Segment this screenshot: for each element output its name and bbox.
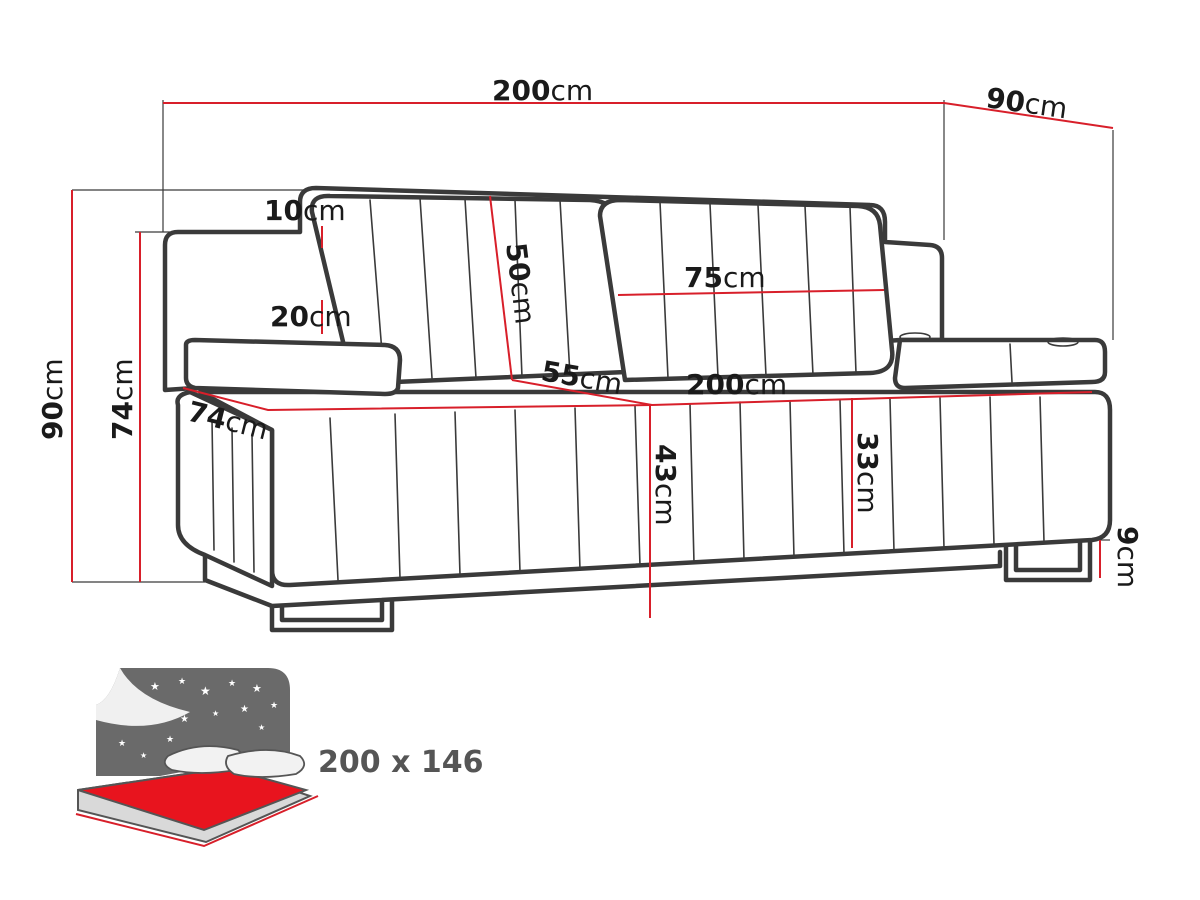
cup-holder-right: [1047, 337, 1079, 347]
dim-line-base-depth: [182, 387, 653, 412]
dim-line-seat-depth: [511, 379, 653, 406]
label-armrest-thickness: 20cm: [270, 300, 352, 333]
armrest-seam: [1009, 343, 1013, 383]
svg-text:★: ★: [240, 704, 249, 715]
label-armrest-height: 74cm: [106, 358, 139, 440]
right-armrest-pad: [892, 337, 1108, 391]
dimension-lines: [71, 102, 1114, 618]
svg-text:★: ★: [150, 680, 160, 693]
svg-text:★: ★: [118, 739, 126, 749]
sofa-drawing-icon: [162, 185, 1113, 633]
seat-front: [197, 389, 1113, 588]
bed-dimension-line: [75, 795, 319, 848]
dim-line-cushion-width: [617, 289, 885, 296]
label-total-depth: 90cm: [984, 81, 1069, 125]
label-cushion-height: 50cm: [499, 241, 542, 326]
label-total-height: 90cm: [36, 358, 69, 440]
svg-text:★: ★: [200, 684, 211, 698]
svg-text:★: ★: [180, 714, 189, 725]
svg-text:★: ★: [270, 701, 278, 711]
pillow-right: [225, 749, 306, 778]
seat-channels: [211, 396, 1045, 581]
svg-text:★: ★: [212, 709, 219, 718]
moon-icon: [96, 668, 190, 726]
label-armrest-top: 10cm: [264, 194, 346, 227]
label-base-height: 33cm: [851, 432, 884, 514]
svg-text:★: ★: [166, 735, 174, 745]
sleeping-area-label: 200 x 146: [318, 745, 483, 780]
left-armrest-pad: [183, 337, 403, 397]
sofa-bed-icon: ★ ★ ★ ★ ★ ★ ★ ★ ★ ★ ★ ★ ★ 200 x 146: [75, 668, 483, 848]
mattress: [77, 766, 310, 832]
svg-text:★: ★: [252, 682, 262, 695]
right-back-cushion: [597, 197, 895, 383]
right-leg: [1003, 539, 1093, 583]
seat-side: [175, 389, 275, 589]
dim-line-cushion-height: [489, 195, 513, 381]
dim-line-total-depth: [943, 102, 1114, 129]
dim-line-seat-width: [651, 391, 1093, 406]
svg-text:★: ★: [178, 677, 186, 687]
svg-text:★: ★: [258, 723, 265, 732]
label-cushion-width: 75cm: [684, 261, 766, 294]
label-total-width: 200cm: [492, 74, 593, 107]
svg-text:★: ★: [140, 751, 147, 760]
label-seat-width: 200cm: [686, 368, 787, 401]
label-seat-height: 43cm: [649, 444, 682, 526]
label-seat-depth: 55cm: [539, 354, 625, 401]
svg-text:★: ★: [228, 679, 236, 689]
cup-holder-left: [899, 332, 931, 342]
extension-lines: [72, 100, 1114, 583]
label-leg-height: 9cm: [1111, 526, 1144, 588]
stars-icon: ★ ★ ★ ★ ★ ★ ★ ★ ★ ★ ★ ★ ★: [118, 677, 278, 760]
